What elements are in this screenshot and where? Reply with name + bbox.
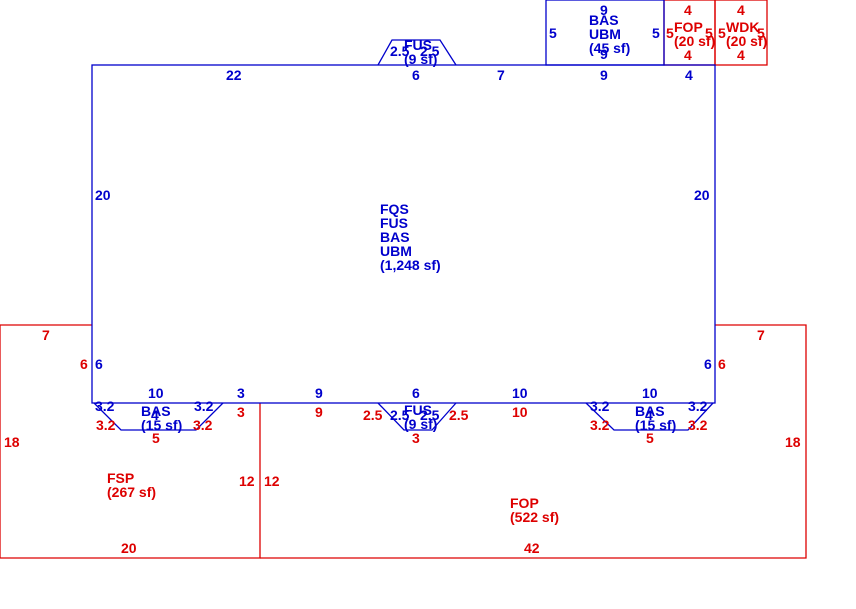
- dim-label: 9: [315, 404, 323, 420]
- dim-label: 3.2: [590, 398, 610, 414]
- fsp-label: FSP (267 sf): [107, 470, 156, 500]
- dim-label: 2.5: [390, 407, 410, 423]
- top-bay-outline: [377, 39, 457, 66]
- dim-label: 3.2: [96, 417, 116, 433]
- top-bay-label: FUS (9 sf): [404, 37, 437, 67]
- dim-label: 9: [600, 67, 608, 83]
- bottom-bay-label: FUS (9 sf): [404, 402, 437, 432]
- dim-label: 20: [95, 187, 111, 203]
- dim-label: 6: [704, 356, 712, 372]
- main-area-label: FQS FUS BAS UBM (1,248 sf): [380, 201, 441, 273]
- dim-label: 3: [237, 404, 245, 420]
- dim-label: 3.2: [194, 398, 214, 414]
- dim-label: 9: [600, 2, 608, 18]
- dim-label: 20: [121, 540, 137, 556]
- dim-label: 6: [718, 356, 726, 372]
- right-bay-outline: [585, 402, 714, 431]
- right-bay-label: BAS (15 sf): [635, 403, 676, 433]
- dim-label: 22: [226, 67, 242, 83]
- dim-label: 2.5: [420, 407, 440, 423]
- dim-label: 5: [152, 430, 160, 446]
- fop-large-outline: [260, 324, 807, 559]
- dim-label: 2.5: [363, 407, 383, 423]
- dim-label: 12: [264, 473, 280, 489]
- dim-label: 5: [646, 430, 654, 446]
- dim-label: 4: [737, 2, 745, 18]
- ubm-box-label: BAS UBM (45 sf): [589, 12, 630, 56]
- dim-label: 3.2: [590, 417, 610, 433]
- fop-small-label: FOP (20 sf): [674, 19, 715, 49]
- dim-label: 3.2: [95, 398, 115, 414]
- dim-label: 3.2: [688, 417, 708, 433]
- dim-label: 3.2: [193, 417, 213, 433]
- wdk-label: WDK (20 sf): [726, 19, 767, 49]
- left-bay-label: BAS (15 sf): [141, 403, 182, 433]
- dim-label: 5: [666, 25, 674, 41]
- left-bay-outline: [93, 402, 224, 431]
- living-dimensions: 22 6 7 9 4 20 20 6 6 10 3 9 6 10 10 2.5 …: [95, 2, 712, 423]
- dim-label: 4: [645, 407, 653, 423]
- dim-label: 4: [685, 67, 693, 83]
- dim-label: 9: [600, 46, 608, 62]
- dim-label: 9: [315, 385, 323, 401]
- dim-label: 5: [652, 25, 660, 41]
- dim-label: 5: [705, 25, 713, 41]
- porch-dimensions: 4 4 5 5 4 4 5 5 7 6 18 12 20 3 3.2 5 3.2…: [4, 2, 801, 556]
- dim-label: 7: [497, 67, 505, 83]
- dim-label: 3: [237, 385, 245, 401]
- dim-label: 7: [42, 327, 50, 343]
- dim-label: 5: [549, 25, 557, 41]
- dim-label: 12: [239, 473, 255, 489]
- dim-label: 4: [737, 47, 745, 63]
- dim-label: 6: [412, 67, 420, 83]
- living-outlines: [91, 0, 716, 431]
- dim-label: 5: [757, 25, 765, 41]
- main-body-outline: [91, 64, 716, 404]
- ubm-box-outline: [545, 0, 665, 66]
- dim-label: 10: [512, 404, 528, 420]
- dim-label: 2.5: [390, 43, 410, 59]
- area-labels: FQS FUS BAS UBM (1,248 sf) FUS (9 sf) FU…: [107, 12, 767, 525]
- dim-label: 7: [757, 327, 765, 343]
- dim-label: 3: [412, 430, 420, 446]
- dim-label: 4: [684, 47, 692, 63]
- dim-label: 6: [95, 356, 103, 372]
- wdk-outline: [714, 0, 768, 66]
- dim-label: 18: [4, 434, 20, 450]
- dim-label: 10: [148, 385, 164, 401]
- dim-label: 4: [684, 2, 692, 18]
- dim-label: 3.2: [688, 398, 708, 414]
- dim-label: 2.5: [449, 407, 469, 423]
- bottom-bay-outline: [377, 402, 457, 431]
- dim-label: 5: [718, 25, 726, 41]
- dim-label: 42: [524, 540, 540, 556]
- dim-label: 4: [151, 407, 159, 423]
- fop-large-label: FOP (522 sf): [510, 495, 559, 525]
- dim-label: 6: [412, 385, 420, 401]
- dim-label: 6: [80, 356, 88, 372]
- dim-label: 10: [512, 385, 528, 401]
- dim-label: 2.5: [420, 43, 440, 59]
- dim-label: 18: [785, 434, 801, 450]
- dim-label: 10: [642, 385, 658, 401]
- dim-label: 20: [694, 187, 710, 203]
- fsp-outline: [0, 324, 261, 559]
